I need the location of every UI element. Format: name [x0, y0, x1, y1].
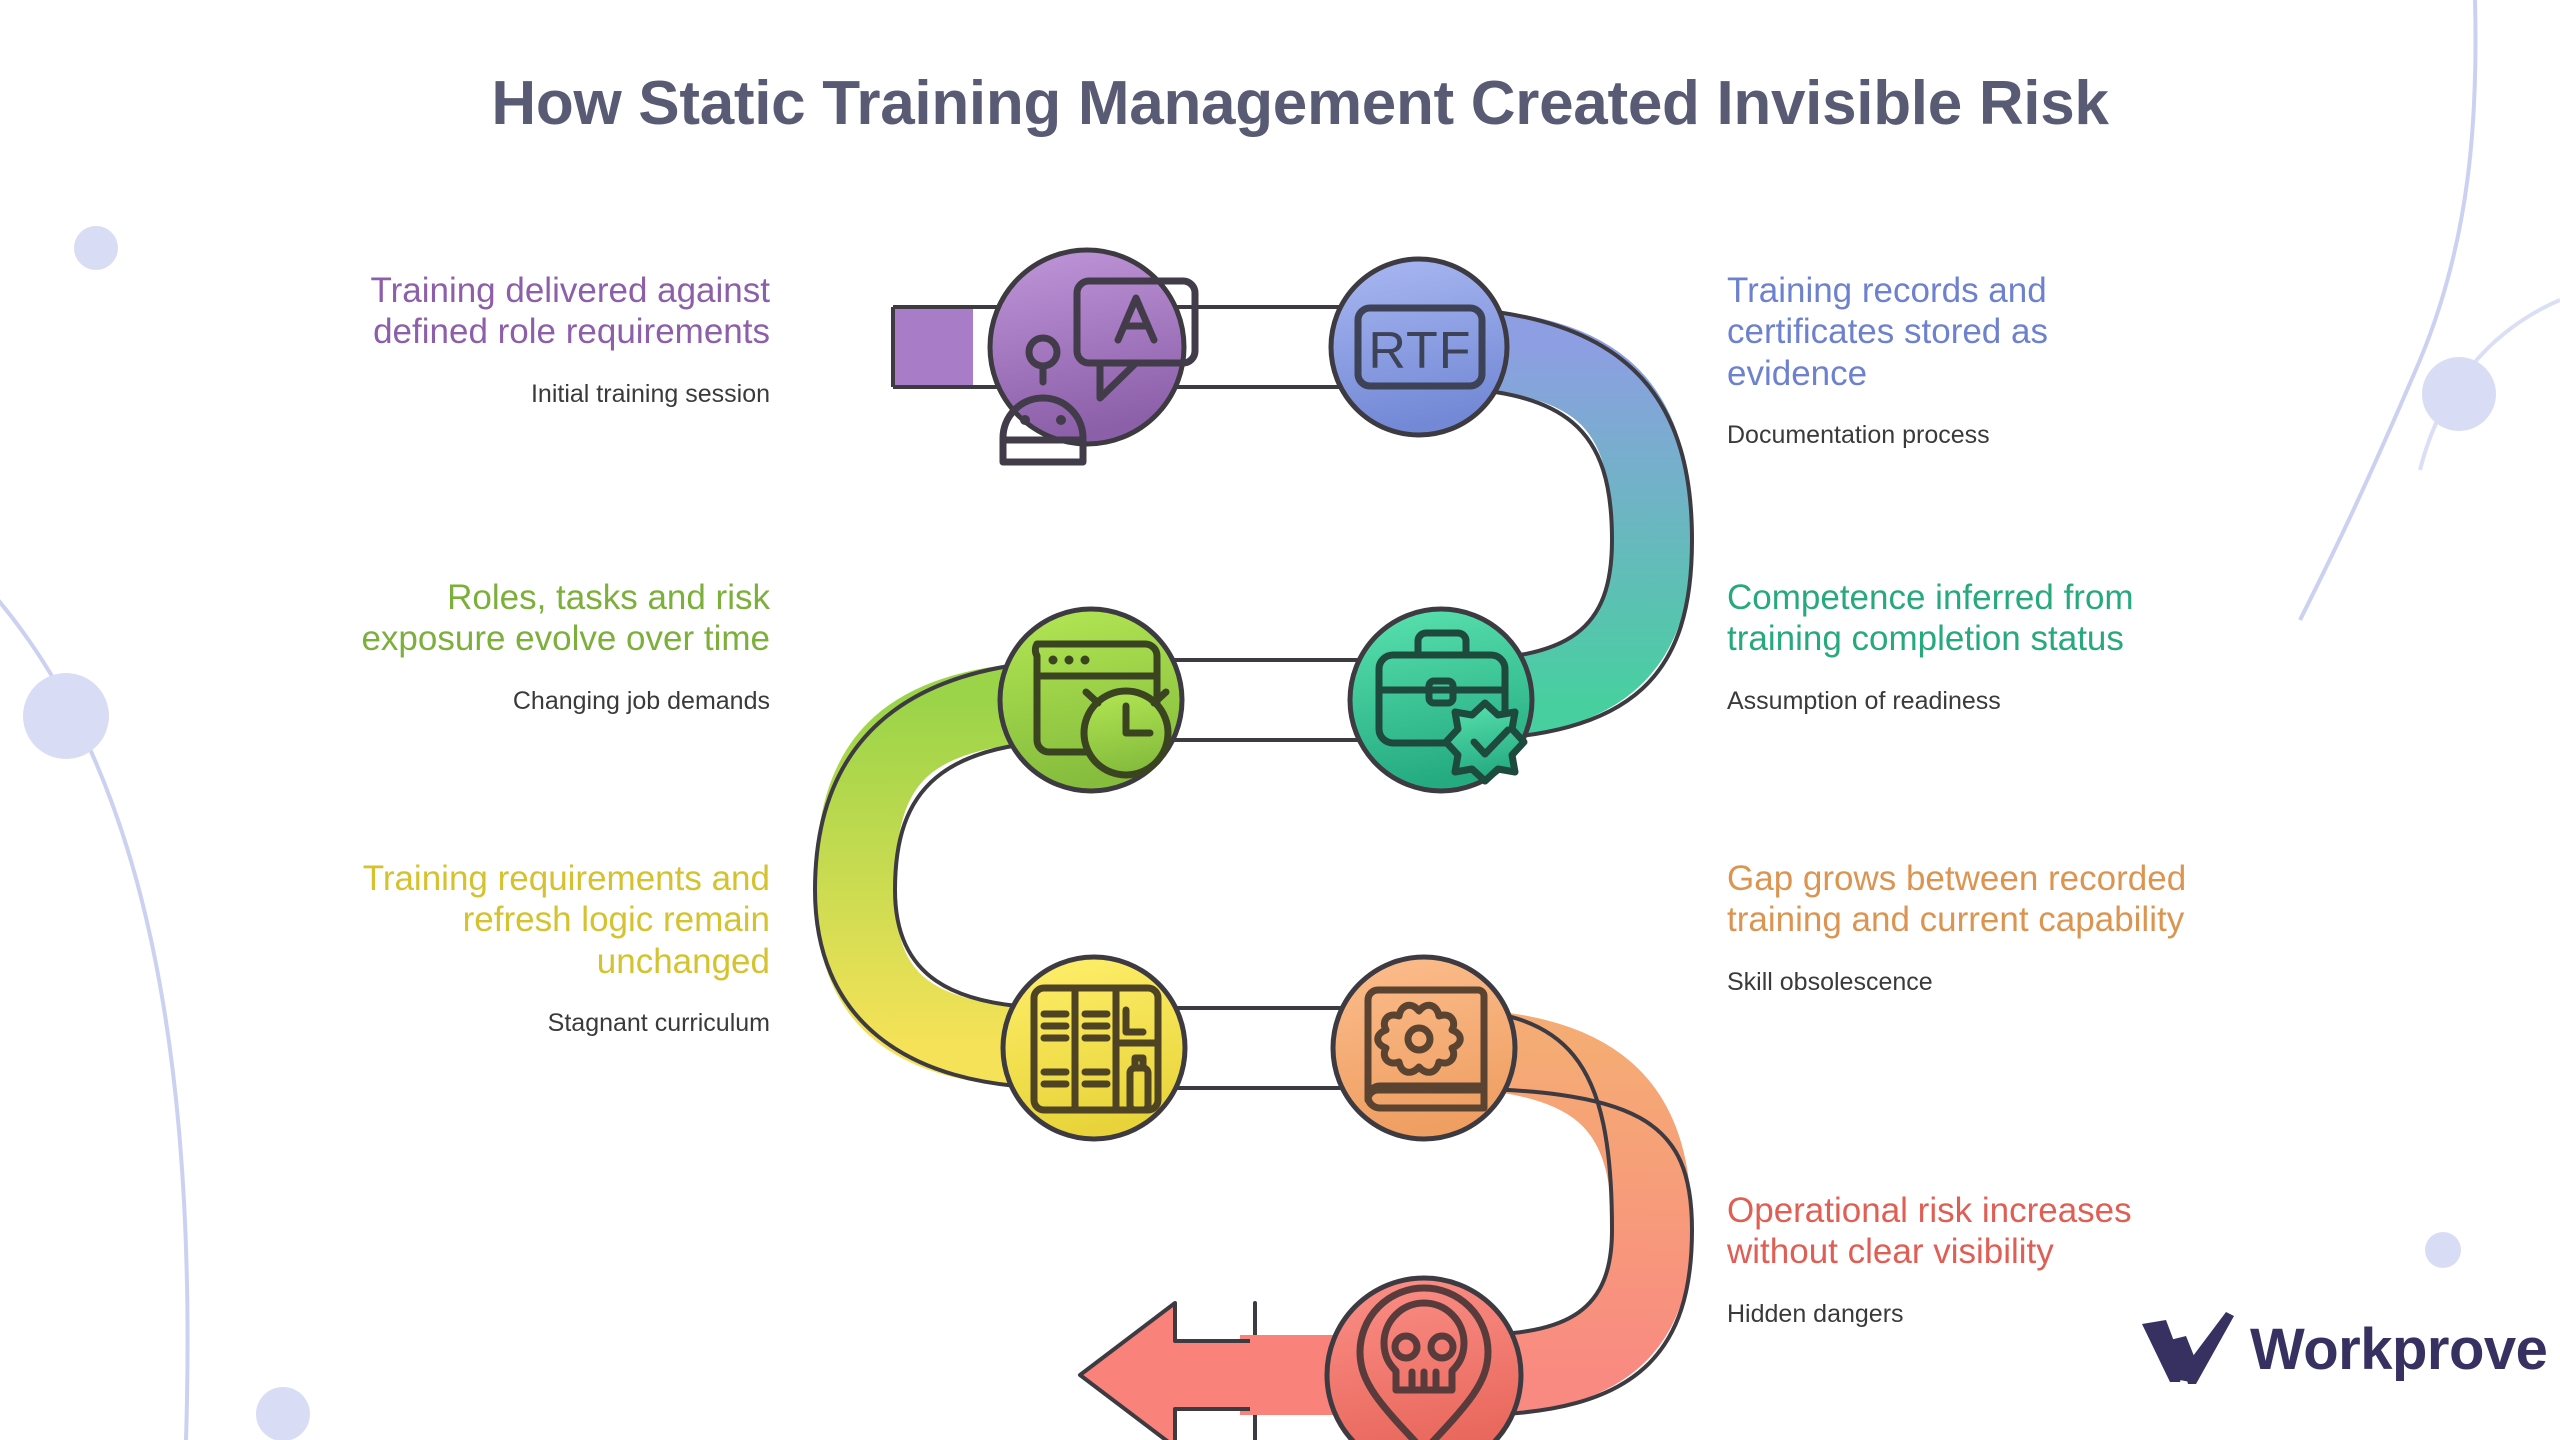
- step-4-text: Competence inferred from training comple…: [1727, 577, 2197, 717]
- step-3-heading: Roles, tasks and risk exposure evolve ov…: [361, 578, 770, 659]
- svg-text:RTF: RTF: [1368, 322, 1471, 380]
- robot-chat-icon: [999, 277, 1199, 466]
- flow-node-4-briefcase-badge[interactable]: [1347, 606, 1535, 794]
- step-1-heading: Training delivered against defined role …: [370, 271, 771, 352]
- step-2-text: Training records and certificates stored…: [1727, 270, 2197, 451]
- decor-arc-right-2: [2418, 298, 2560, 471]
- step-4-subtext: Assumption of readiness: [1727, 686, 2001, 715]
- briefcase-badge-icon: [1375, 629, 1528, 785]
- step-3-subtext: Changing job demands: [512, 686, 770, 715]
- step-7-heading: Operational risk increases without clear…: [1727, 1191, 2132, 1272]
- flow-end-arrow: [1078, 1301, 1260, 1440]
- step-6-heading: Gap grows between recorded training and …: [1727, 859, 2187, 940]
- filing-cabinet-icon: [1030, 984, 1162, 1114]
- step-1-text: Training delivered against defined role …: [300, 270, 771, 410]
- ribbon-segment-6: [1429, 1008, 1693, 1415]
- decor-dot: [23, 673, 109, 759]
- decor-dot: [256, 1387, 310, 1440]
- rtf-file-icon: RTF: [1354, 304, 1486, 390]
- flow-node-5-filing-cabinet[interactable]: [1000, 954, 1188, 1142]
- ribbon-segment-2: [1419, 307, 1693, 740]
- decor-dot: [2422, 357, 2496, 431]
- flow-node-1-robot-chat[interactable]: [987, 247, 1199, 466]
- brand-logo[interactable]: Workprove: [2140, 1310, 2548, 1388]
- step-2-heading: Training records and certificates stored…: [1727, 271, 2048, 393]
- flow-node-6-book-gear[interactable]: [1330, 954, 1518, 1142]
- step-6-text: Gap grows between recorded training and …: [1727, 858, 2197, 998]
- skull-pin-icon: [1356, 1284, 1492, 1440]
- step-4-heading: Competence inferred from training comple…: [1727, 578, 2134, 659]
- step-7-subtext: Hidden dangers: [1727, 1299, 1904, 1328]
- decor-dot: [2425, 1232, 2461, 1268]
- step-5-subtext: Stagnant curriculum: [547, 1008, 770, 1037]
- step-5-heading: Training requirements and refresh logic …: [362, 859, 770, 981]
- step-3-text: Roles, tasks and risk exposure evolve ov…: [300, 577, 770, 717]
- flow-ribbon: [812, 305, 1695, 1417]
- page-title: How Static Training Management Created I…: [491, 69, 2109, 138]
- decor-arc-left: [0, 599, 190, 1440]
- brand-name: Workprove: [2250, 1316, 2548, 1382]
- book-gear-icon: [1364, 986, 1488, 1112]
- workprove-mark-icon: [2142, 1312, 2234, 1384]
- ribbon-start-stub: [891, 305, 973, 389]
- step-2-subtext: Documentation process: [1727, 420, 1990, 449]
- step-5-text: Training requirements and refresh logic …: [300, 858, 770, 1039]
- step-1-subtext: Initial training session: [530, 379, 770, 408]
- step-7-text: Operational risk increases without clear…: [1727, 1190, 2197, 1330]
- ribbon-segment-4: [814, 660, 1091, 1088]
- step-6-subtext: Skill obsolescence: [1727, 967, 1933, 996]
- browser-clock-icon: [1031, 640, 1172, 779]
- flow-node-7-skull-pin[interactable]: [1324, 1275, 1524, 1440]
- flow-node-3-browser-clock[interactable]: [997, 606, 1185, 794]
- flow-node-2-rtf-file[interactable]: RTF: [1328, 256, 1510, 438]
- decor-dot: [74, 226, 118, 270]
